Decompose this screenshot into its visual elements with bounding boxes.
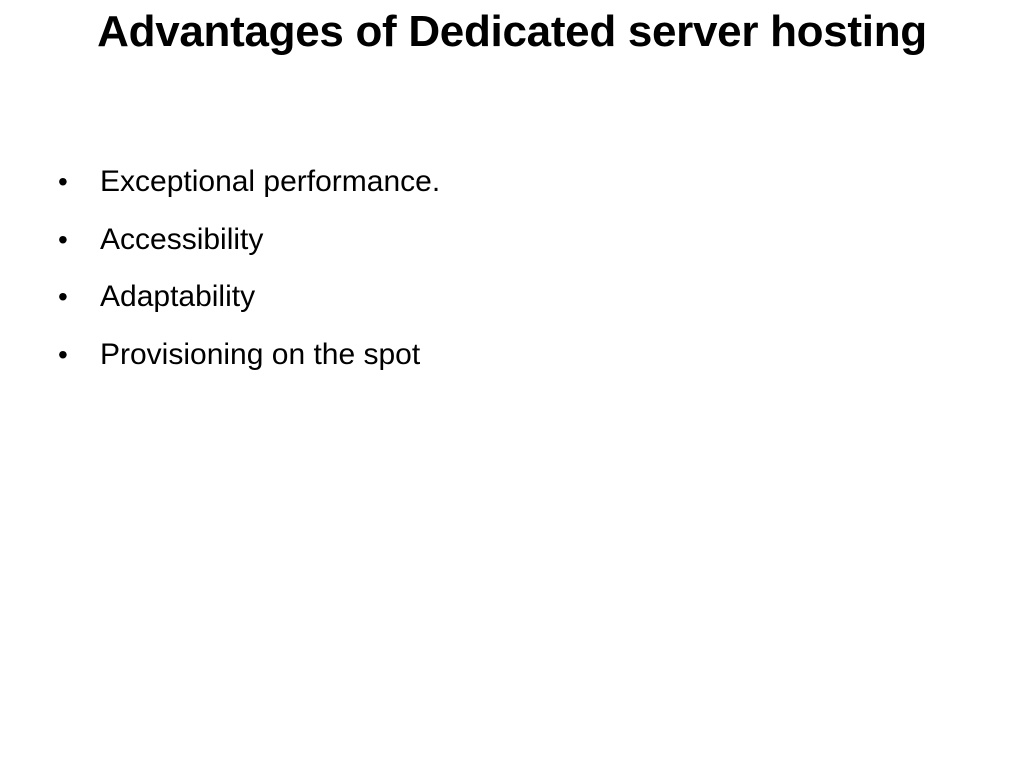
- bullet-text: Provisioning on the spot: [100, 337, 421, 371]
- bullet-item: • Accessibility: [58, 218, 440, 262]
- bullet-text: Exceptional performance.: [100, 165, 441, 198]
- bullet-dot-icon: •: [58, 223, 68, 255]
- bullet-dot-icon: •: [58, 281, 68, 312]
- slide-title: Advantages of Dedicated server hosting: [97, 7, 927, 56]
- bullet-item: • Adaptability: [58, 275, 440, 319]
- bullet-item: • Exceptional performance.: [58, 160, 440, 204]
- bullet-list: • Exceptional performance. • Accessibili…: [58, 160, 440, 390]
- bullet-text: Accessibility: [100, 222, 264, 256]
- bullet-dot-icon: •: [58, 338, 68, 370]
- bullet-dot-icon: •: [58, 166, 68, 197]
- bullet-text: Adaptability: [100, 280, 256, 313]
- bullet-item: • Provisioning on the spot: [58, 333, 440, 377]
